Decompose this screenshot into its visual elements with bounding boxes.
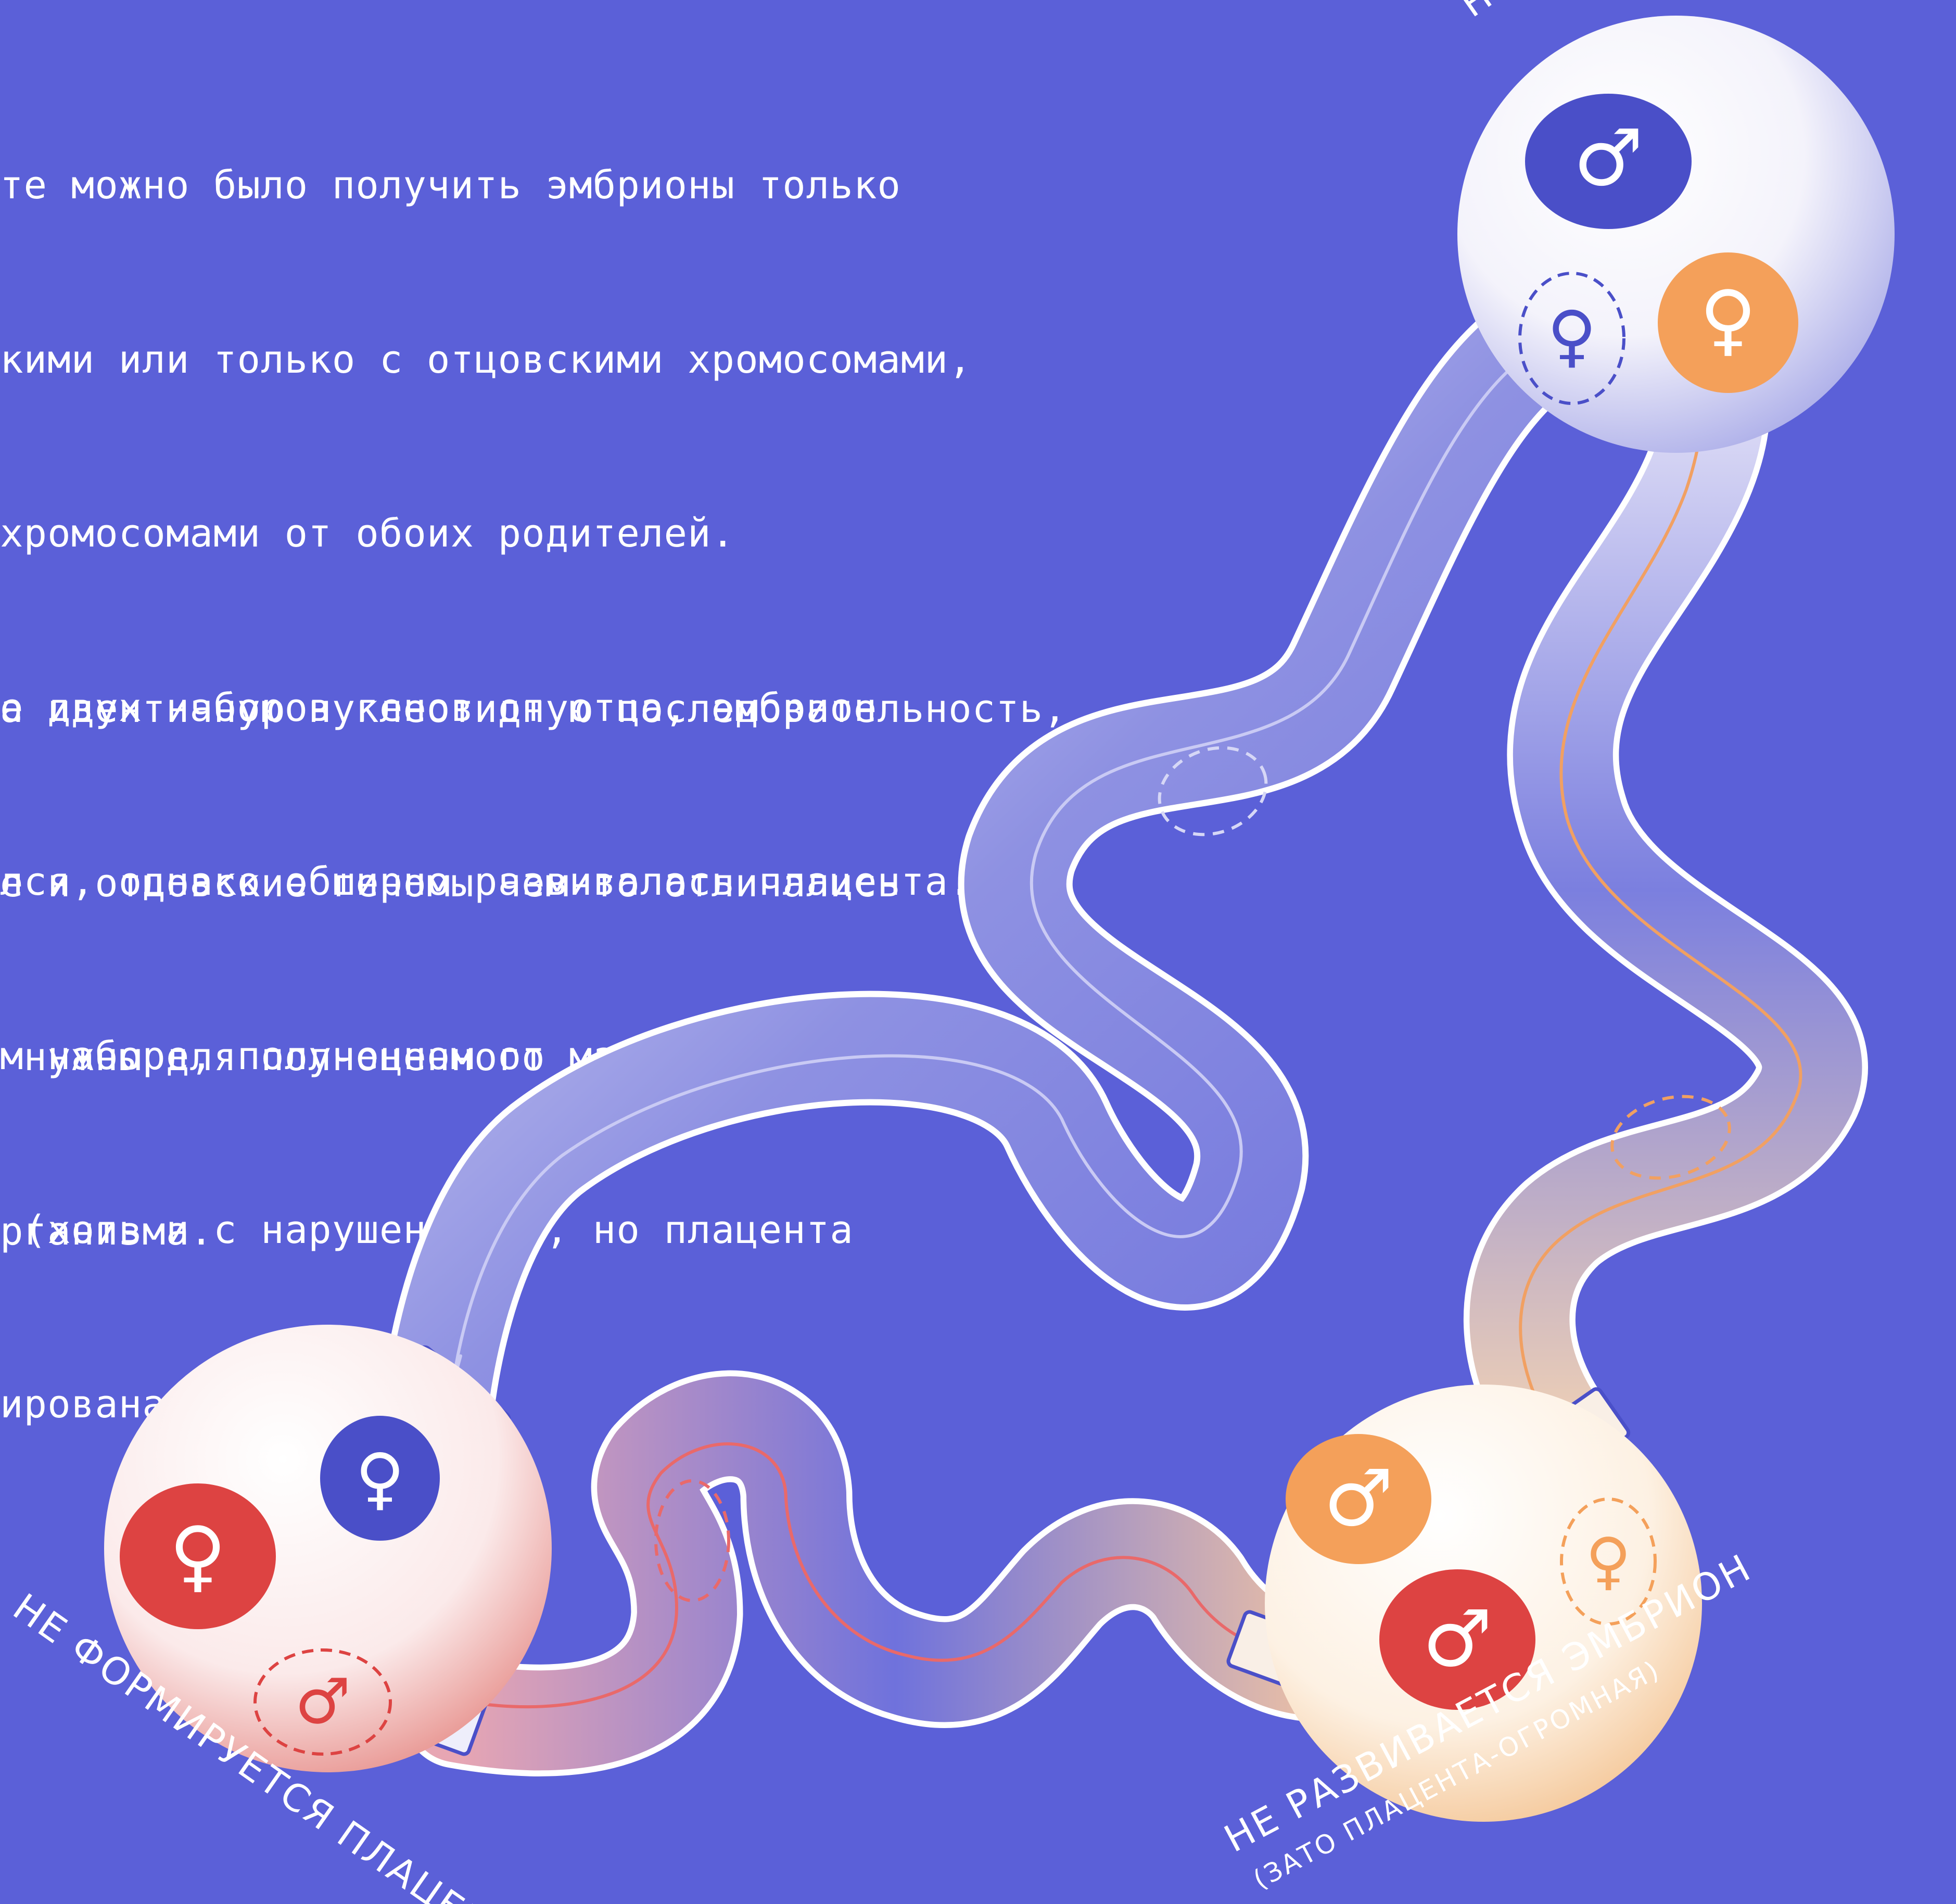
female-icon: ♀ bbox=[1585, 1525, 1631, 1597]
tube-maternal-path bbox=[1508, 311, 1812, 1496]
embryo-normal: ♂ ♀ ♀ bbox=[1457, 16, 1895, 453]
male-icon: ♂ bbox=[1422, 1594, 1492, 1684]
tube-maternal-to-paternal-path bbox=[413, 1426, 1353, 1756]
male-icon: ♂ bbox=[295, 1666, 351, 1738]
male-icon: ♂ bbox=[1324, 1453, 1393, 1544]
female-icon: ♀ bbox=[355, 1439, 404, 1518]
female-icon: ♀ bbox=[1699, 274, 1757, 365]
tube-paternal-path bbox=[384, 261, 1574, 1466]
male-icon: ♂ bbox=[1573, 113, 1643, 204]
female-icon: ♀ bbox=[1547, 296, 1596, 375]
female-icon: ♀ bbox=[169, 1510, 226, 1601]
